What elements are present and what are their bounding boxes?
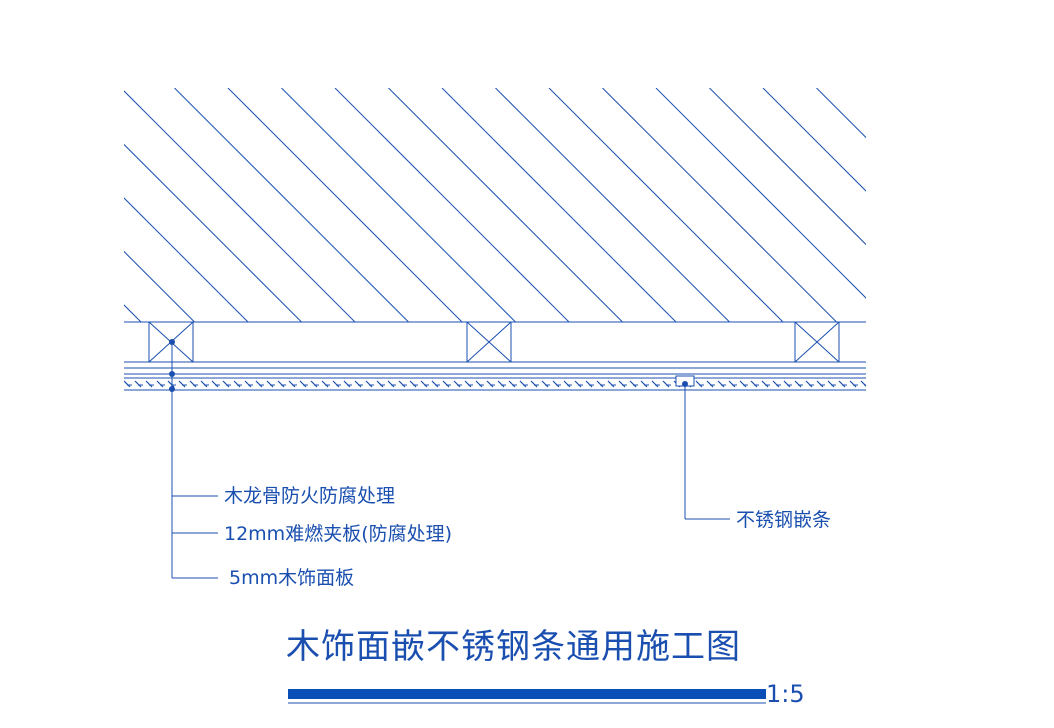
keel-layer (124, 321, 866, 363)
wood-keel-2 (466, 321, 512, 363)
veneer-layer (124, 380, 866, 391)
callout-veneer: 5mm木饰面板 (229, 567, 354, 589)
callout-plywood: 12mm难燃夹板(防腐处理) (224, 523, 452, 545)
drawing-title: 木饰面嵌不锈钢条通用施工图 (286, 627, 741, 667)
plywood-layer (124, 367, 866, 379)
callout-steel-strip: 不锈钢嵌条 (736, 509, 831, 531)
title-underline-bar (288, 689, 766, 699)
wood-keel-3 (794, 321, 840, 363)
callout-wood-keel: 木龙骨防火防腐处理 (224, 485, 395, 507)
wall-substrate-hatch (124, 88, 866, 322)
leader-lines (169, 339, 730, 579)
drawing-scale: 1:5 (766, 680, 805, 708)
